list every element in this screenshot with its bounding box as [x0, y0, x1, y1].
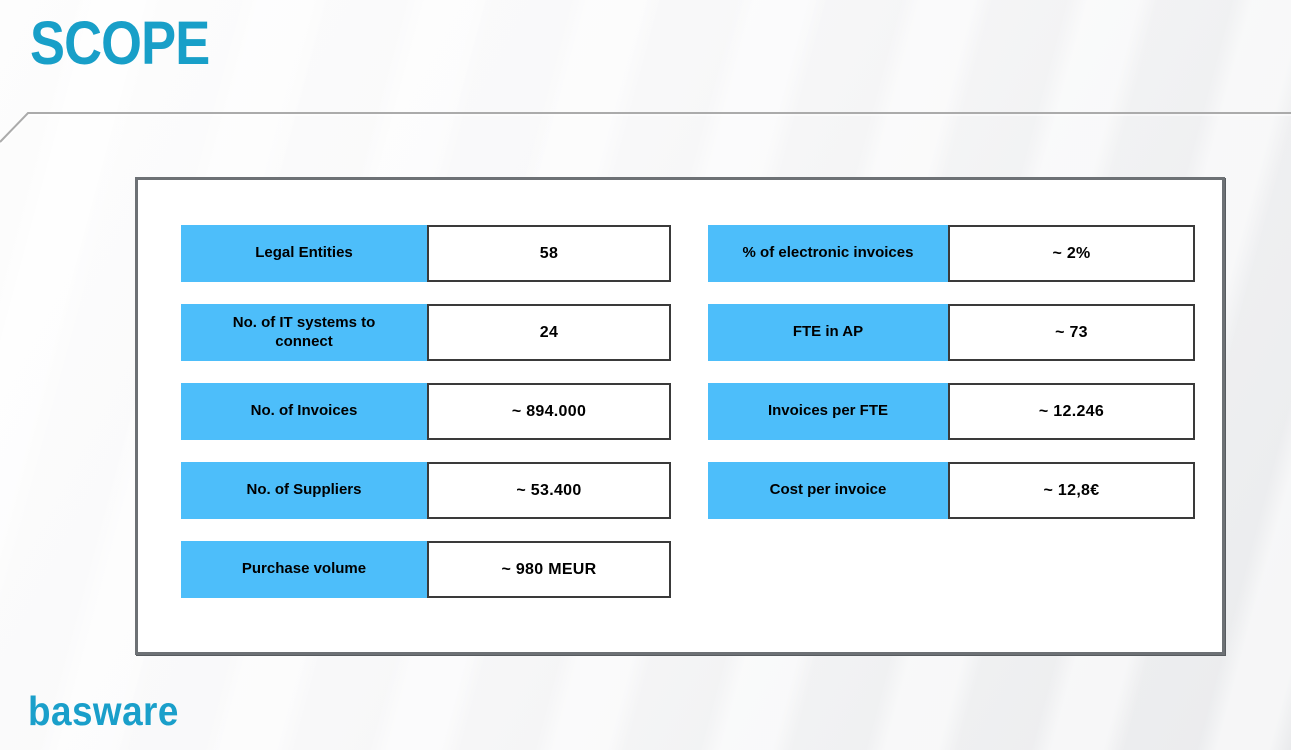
metric-value: ~ 980 MEUR	[427, 541, 671, 598]
metrics-panel: Legal Entities 58 No. of IT systems to c…	[135, 177, 1225, 655]
metric-label: Invoices per FTE	[708, 383, 948, 440]
metric-value: ~ 73	[948, 304, 1195, 361]
metric-value: ~ 894.000	[427, 383, 671, 440]
metric-label: % of electronic invoices	[708, 225, 948, 282]
metrics-column-left: Legal Entities 58 No. of IT systems to c…	[181, 225, 671, 620]
metric-label: No. of Invoices	[181, 383, 427, 440]
metric-value: 58	[427, 225, 671, 282]
metric-value: 24	[427, 304, 671, 361]
metric-label: FTE in AP	[708, 304, 948, 361]
metric-label: No. of Suppliers	[181, 462, 427, 519]
metric-row-invoices-per-fte: Invoices per FTE ~ 12.246	[708, 383, 1195, 440]
metric-label: No. of IT systems to connect	[181, 304, 427, 361]
page-title: SCOPE	[30, 9, 210, 77]
metric-label: Cost per invoice	[708, 462, 948, 519]
metric-row-cost-per-invoice: Cost per invoice ~ 12,8€	[708, 462, 1195, 519]
metric-label: Legal Entities	[181, 225, 427, 282]
metric-row-suppliers: No. of Suppliers ~ 53.400	[181, 462, 671, 519]
metric-label: Purchase volume	[181, 541, 427, 598]
metric-row-electronic-invoices: % of electronic invoices ~ 2%	[708, 225, 1195, 282]
metric-value: ~ 2%	[948, 225, 1195, 282]
basware-logo: basware	[28, 688, 179, 734]
metric-value: ~ 12.246	[948, 383, 1195, 440]
metric-row-it-systems: No. of IT systems to connect 24	[181, 304, 671, 361]
metrics-column-right: % of electronic invoices ~ 2% FTE in AP …	[708, 225, 1195, 541]
metric-value: ~ 12,8€	[948, 462, 1195, 519]
metric-value: ~ 53.400	[427, 462, 671, 519]
metric-row-fte-in-ap: FTE in AP ~ 73	[708, 304, 1195, 361]
metric-row-legal-entities: Legal Entities 58	[181, 225, 671, 282]
metric-row-invoices: No. of Invoices ~ 894.000	[181, 383, 671, 440]
metric-row-purchase-volume: Purchase volume ~ 980 MEUR	[181, 541, 671, 598]
